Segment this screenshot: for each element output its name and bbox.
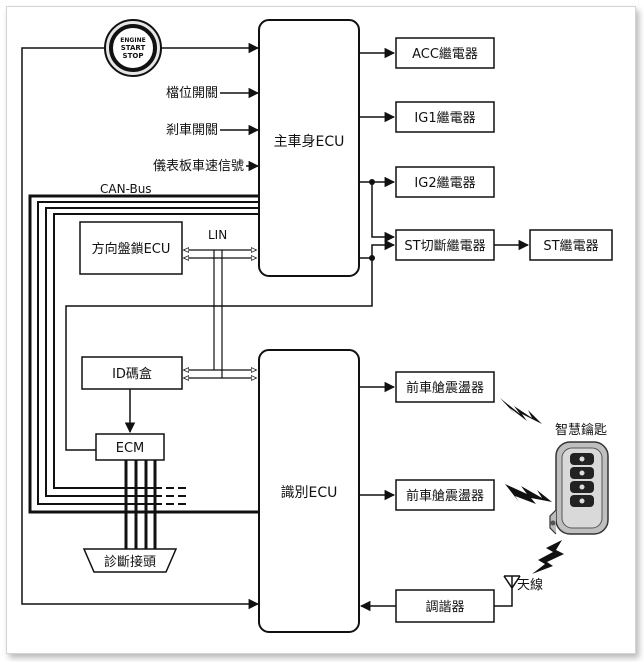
id-ecu-block <box>258 349 360 633</box>
tuner-label: 調諧器 <box>425 599 464 615</box>
oscillator-2-block <box>395 479 495 511</box>
bus-dashes <box>166 487 186 513</box>
can-bus-lines <box>28 194 258 550</box>
body-ecu-block <box>258 19 360 277</box>
diag-connector-label: 診斷接頭 <box>104 554 156 570</box>
antenna-icon <box>503 575 521 590</box>
st-cut-wires <box>359 182 396 259</box>
svg-text:START: START <box>121 44 146 52</box>
gear-switch-label: 檔位開關 <box>166 86 218 101</box>
wireless-signal-icon <box>500 398 542 424</box>
acc-relay-block <box>395 37 495 69</box>
ecm-label: ECM <box>116 441 145 456</box>
id-ecu-label: 識別ECU <box>281 485 338 501</box>
ig2-relay-block <box>395 166 495 198</box>
brake-switch-label: 剎車開關 <box>166 123 218 138</box>
steering-lock-ecu-label: 方向盤鎖ECU <box>92 241 171 257</box>
diag-connector-block <box>82 548 178 573</box>
smart-key-label: 智慧鑰匙 <box>555 422 607 438</box>
lin-label: LIN <box>208 228 227 242</box>
ecm-block <box>95 433 165 461</box>
id-box-block <box>81 356 183 390</box>
acc-relay-label: ACC繼電器 <box>412 47 478 62</box>
can-bus-label: CAN-Bus <box>100 182 152 196</box>
wireless-signal-icon <box>532 540 564 574</box>
lin-bus <box>184 250 256 378</box>
ecm-feedback-wire <box>65 258 373 451</box>
svg-text:STOP: STOP <box>123 52 144 60</box>
st-relay-label: ST繼電器 <box>543 239 598 254</box>
engine-start-button-icon: ENGINE START STOP <box>104 19 162 77</box>
outer-wire <box>21 47 260 610</box>
st-cut-relay-label: ST切斷繼電器 <box>404 239 485 254</box>
wireless-signal-icon <box>505 484 552 504</box>
ig2-relay-label: IG2繼電器 <box>414 176 475 191</box>
smart-key-icon <box>549 441 609 535</box>
speed-signal-label: 儀表板車速信號 <box>153 159 244 174</box>
oscillator-1-label: 前車艙震盪器 <box>406 380 484 396</box>
oscillator-2-label: 前車艙震盪器 <box>406 488 484 504</box>
oscillator-1-block <box>395 371 495 403</box>
body-ecu-label: 主車身ECU <box>274 133 345 150</box>
id-box-label: ID碼盒 <box>112 366 152 382</box>
ig1-relay-label: IG1繼電器 <box>414 111 475 126</box>
antenna-label: 天線 <box>517 577 543 593</box>
st-relay-block <box>529 229 613 261</box>
steering-lock-ecu-block <box>79 221 183 275</box>
ig1-relay-block <box>395 101 495 133</box>
svg-text:ENGINE: ENGINE <box>120 37 145 44</box>
